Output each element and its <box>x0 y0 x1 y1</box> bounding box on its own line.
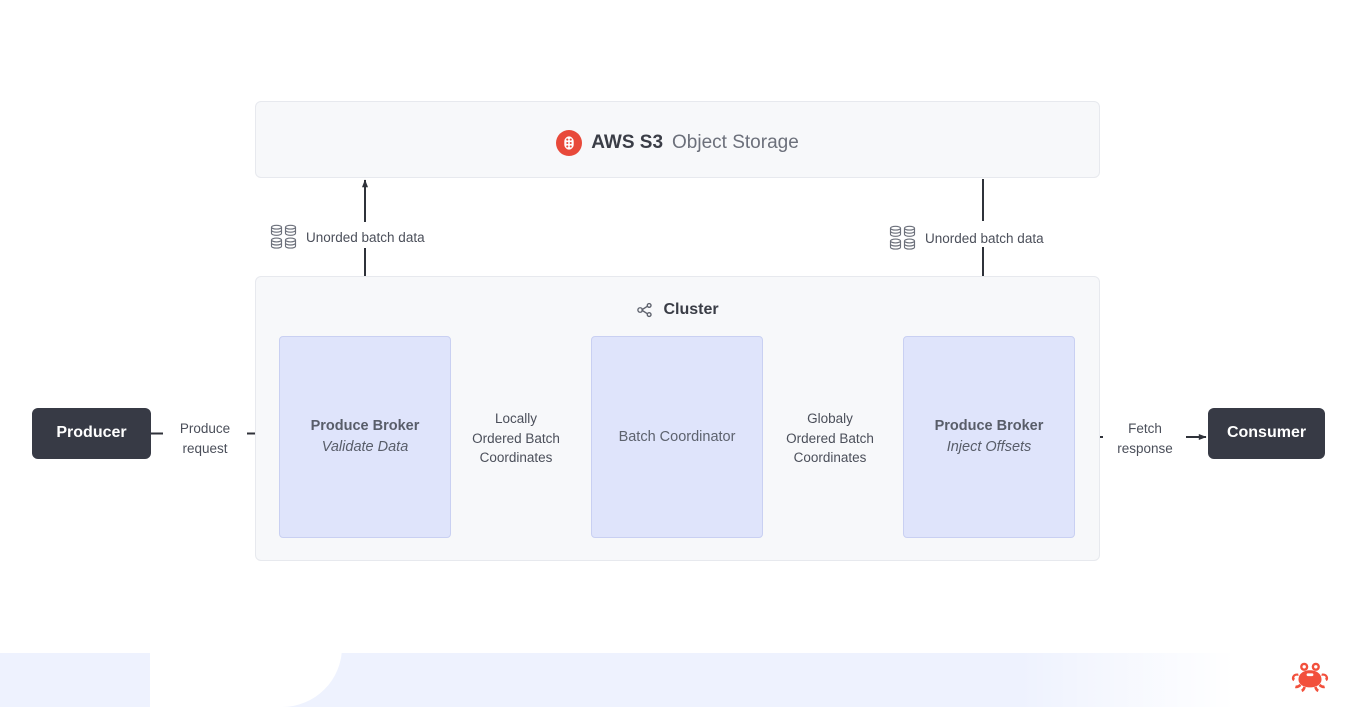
store-left-text: Unorded batch data <box>306 229 425 245</box>
node-subtitle: Validate Data <box>321 439 409 455</box>
node-produce-broker-offsets[interactable]: Produce Broker Inject Offsets <box>903 336 1075 538</box>
bottom-decorative-band <box>0 653 1368 707</box>
aws-s3-icon <box>556 130 583 156</box>
database-grid-icon <box>889 225 916 250</box>
edge-label-store-left: Unorded batch data <box>270 224 425 250</box>
edge-label-locally-ordered: Locally Ordered Batch Coordinates <box>472 411 560 466</box>
node-produce-broker-validate[interactable]: Produce Broker Validate Data <box>279 336 451 538</box>
aws-s3-title: AWS S3 Object Storage <box>256 130 1099 156</box>
edge-label-globaly-ordered: Globaly Ordered Batch Coordinates <box>786 411 874 466</box>
edge-label-produce-request: Produce request <box>179 421 231 456</box>
node-consumer-label: Consumer <box>1226 424 1307 442</box>
node-consumer[interactable]: Consumer <box>1208 408 1325 459</box>
node-batch-coordinator[interactable]: Batch Coordinator <box>591 336 763 538</box>
cluster-graph-icon <box>637 302 653 318</box>
node-title: Produce Broker <box>934 418 1044 435</box>
aws-s3-suffix: Object Storage <box>672 132 799 153</box>
cluster-title-label: Cluster <box>663 301 719 318</box>
crab-logo <box>1291 662 1329 692</box>
store-right-text: Unorded batch data <box>925 230 1044 246</box>
aws-s3-brand: AWS S3 <box>591 132 664 153</box>
edge-label-store-right: Unorded batch data <box>889 225 1044 251</box>
node-title: Batch Coordinator <box>618 428 736 445</box>
node-title: Produce Broker <box>310 418 420 435</box>
aws-s3-panel: AWS S3 Object Storage <box>255 101 1100 178</box>
node-producer-label: Producer <box>56 424 127 442</box>
edge-label-fetch-response: Fetch response <box>1117 421 1173 456</box>
node-subtitle: Inject Offsets <box>946 439 1032 455</box>
cluster-title: Cluster <box>256 301 1099 319</box>
band-notch-shape <box>150 653 342 707</box>
node-producer[interactable]: Producer <box>32 408 151 459</box>
database-grid-icon <box>270 224 297 249</box>
